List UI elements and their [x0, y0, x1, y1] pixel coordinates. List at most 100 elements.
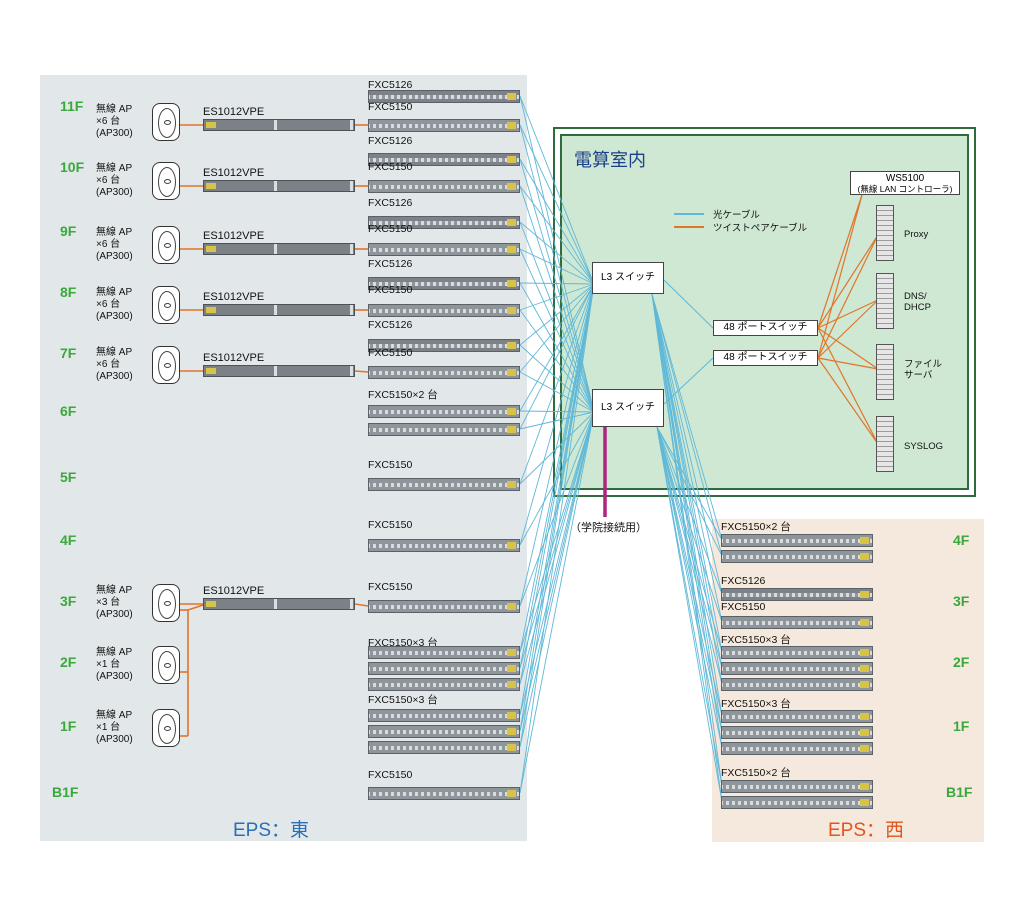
east-switch-10-unit-1[interactable]	[368, 423, 520, 436]
east-switch-11-unit-0[interactable]	[368, 478, 520, 491]
fiber-east-15-to-l3-2	[519, 411, 595, 653]
east-switch-8-unit-0[interactable]	[368, 339, 520, 352]
west-switch-5-unit-0[interactable]	[721, 780, 873, 793]
access-point-icon-6[interactable]	[152, 646, 180, 684]
west-switch-label-5: FXC5150×2 台	[721, 767, 791, 779]
es-switch-4[interactable]	[203, 365, 355, 377]
fiber-east-19-to-l3-2	[519, 411, 595, 732]
es-switch-0[interactable]	[203, 119, 355, 131]
fiber-east-8-to-l3-1	[519, 283, 595, 346]
east-switch-15-unit-0[interactable]	[368, 709, 520, 722]
east-switch-3-unit-0[interactable]	[368, 180, 520, 193]
east-switch-2-unit-0[interactable]	[368, 153, 520, 166]
access-point-l1-7: 無線 AP	[96, 710, 133, 721]
east-switch-14-unit-0[interactable]	[368, 646, 520, 659]
east-switch-4-unit-0[interactable]	[368, 216, 520, 229]
access-point-icon-0[interactable]	[152, 103, 180, 141]
west-switch-3-unit-2[interactable]	[721, 678, 873, 691]
east-switch-7-unit-0[interactable]	[368, 304, 520, 317]
twisted-es-4-to-fxc	[354, 370, 369, 373]
west-switch-4-unit-0[interactable]	[721, 710, 873, 723]
east-switch-15-unit-1[interactable]	[368, 725, 520, 738]
west-switch-0-unit-0[interactable]	[721, 534, 873, 547]
access-point-icon-1[interactable]	[152, 162, 180, 200]
fiber-west-5-to-l3-1	[651, 293, 723, 669]
west-switch-4-unit-2[interactable]	[721, 742, 873, 755]
west-switch-3-unit-0[interactable]	[721, 646, 873, 659]
west-switch-label-1: FXC5126	[721, 575, 766, 587]
computer-room-title: 電算室内	[574, 150, 646, 170]
east-switch-12-unit-0[interactable]	[368, 539, 520, 552]
east-switch-9-unit-0[interactable]	[368, 366, 520, 379]
syslog-server-icon	[876, 416, 894, 472]
east-switch-16-unit-0[interactable]	[368, 787, 520, 800]
es-switch-2[interactable]	[203, 243, 355, 255]
west-switch-3-unit-1[interactable]	[721, 662, 873, 675]
east-switch-6-unit-0[interactable]	[368, 277, 520, 290]
access-point-l3-6: (AP300)	[96, 671, 133, 682]
east-switch-label-2: FXC5126	[368, 135, 413, 147]
l3-switch-1[interactable]: L3 スイッチ	[592, 262, 664, 294]
east-switch-label-11: FXC5150	[368, 459, 413, 471]
west-switch-1-unit-0[interactable]	[721, 588, 873, 601]
access-point-icon-4[interactable]	[152, 346, 180, 384]
48-port-switch-2[interactable]: 48 ポートスイッチ	[713, 350, 818, 366]
access-point-l2-4: ×6 台	[96, 359, 121, 370]
uplink-label: （学院接続用）	[570, 522, 647, 534]
east-switch-15-unit-2[interactable]	[368, 741, 520, 754]
east-switch-label-7: FXC5150	[368, 284, 413, 296]
access-point-icon-5[interactable]	[152, 584, 180, 622]
west-switch-label-4: FXC5150×3 台	[721, 698, 791, 710]
east-switch-10-unit-0[interactable]	[368, 405, 520, 418]
access-point-icon-3[interactable]	[152, 286, 180, 324]
l3-switch-2[interactable]: L3 スイッチ	[592, 389, 664, 427]
fiber-east-12-to-l3-1	[519, 283, 595, 485]
fiber-east-11-to-l3-1	[519, 283, 595, 430]
east-switch-14-unit-2[interactable]	[368, 678, 520, 691]
east-switch-1-unit-0[interactable]	[368, 119, 520, 132]
east-floor-label-11: B1F	[52, 784, 79, 800]
access-point-l3-1: (AP300)	[96, 187, 133, 198]
west-switch-badge-0-0	[860, 537, 869, 544]
access-point-l2-2: ×6 台	[96, 239, 121, 250]
west-switch-5-unit-1[interactable]	[721, 796, 873, 809]
fiber-east-10-to-l3-2	[519, 410, 595, 413]
fiber-east-7-to-l3-1	[519, 283, 595, 311]
access-point-label-4: 無線 AP×6 台(AP300)	[96, 347, 133, 383]
east-switch-5-unit-0[interactable]	[368, 243, 520, 256]
access-point-label-2: 無線 AP×6 台(AP300)	[96, 227, 133, 263]
west-switch-2-unit-0[interactable]	[721, 616, 873, 629]
es-switch-1[interactable]	[203, 180, 355, 192]
access-point-icon-2[interactable]	[152, 226, 180, 264]
access-point-l1-0: 無線 AP	[96, 104, 133, 115]
east-switch-13-unit-0[interactable]	[368, 600, 520, 613]
fiber-east-14-to-l3-1	[519, 283, 595, 607]
wlan-controller[interactable]: WS5100 (無線 LAN コントローラ)	[850, 171, 960, 195]
east-switch-badge-16-0	[507, 790, 516, 797]
east-floor-label-5: 6F	[60, 403, 77, 419]
twisted-es-5-to-fxc	[354, 603, 369, 607]
48-port-switch-1[interactable]: 48 ポートスイッチ	[713, 320, 818, 336]
east-switch-badge-5-0	[507, 246, 516, 253]
es-switch-5[interactable]	[203, 598, 355, 610]
east-switch-0-unit-0[interactable]	[368, 90, 520, 103]
es-switch-3[interactable]	[203, 304, 355, 316]
access-point-icon-7[interactable]	[152, 709, 180, 747]
access-point-l1-3: 無線 AP	[96, 287, 133, 298]
east-switch-badge-0-0	[507, 93, 516, 100]
east-switch-badge-15-2	[507, 744, 516, 751]
proxy-server-icon	[876, 205, 894, 261]
fiber-west-11-to-l3-2	[656, 426, 723, 803]
west-switch-label-2: FXC5150	[721, 601, 766, 613]
west-switch-label-0: FXC5150×2 台	[721, 521, 791, 533]
west-switch-4-unit-1[interactable]	[721, 726, 873, 739]
east-switch-14-unit-1[interactable]	[368, 662, 520, 675]
west-switch-0-unit-1[interactable]	[721, 550, 873, 563]
fiber-west-3-to-l3-1	[651, 293, 723, 623]
fiber-east-11-to-l3-2	[519, 411, 595, 430]
fiber-east-8-to-l3-2	[519, 344, 595, 413]
east-eps-title: EPS：東	[233, 820, 310, 841]
twisted-48port-1-to-server-3	[817, 327, 879, 445]
fiber-west-8-to-l3-2	[656, 426, 723, 733]
fiber-west-5-to-l3-2	[656, 426, 723, 669]
